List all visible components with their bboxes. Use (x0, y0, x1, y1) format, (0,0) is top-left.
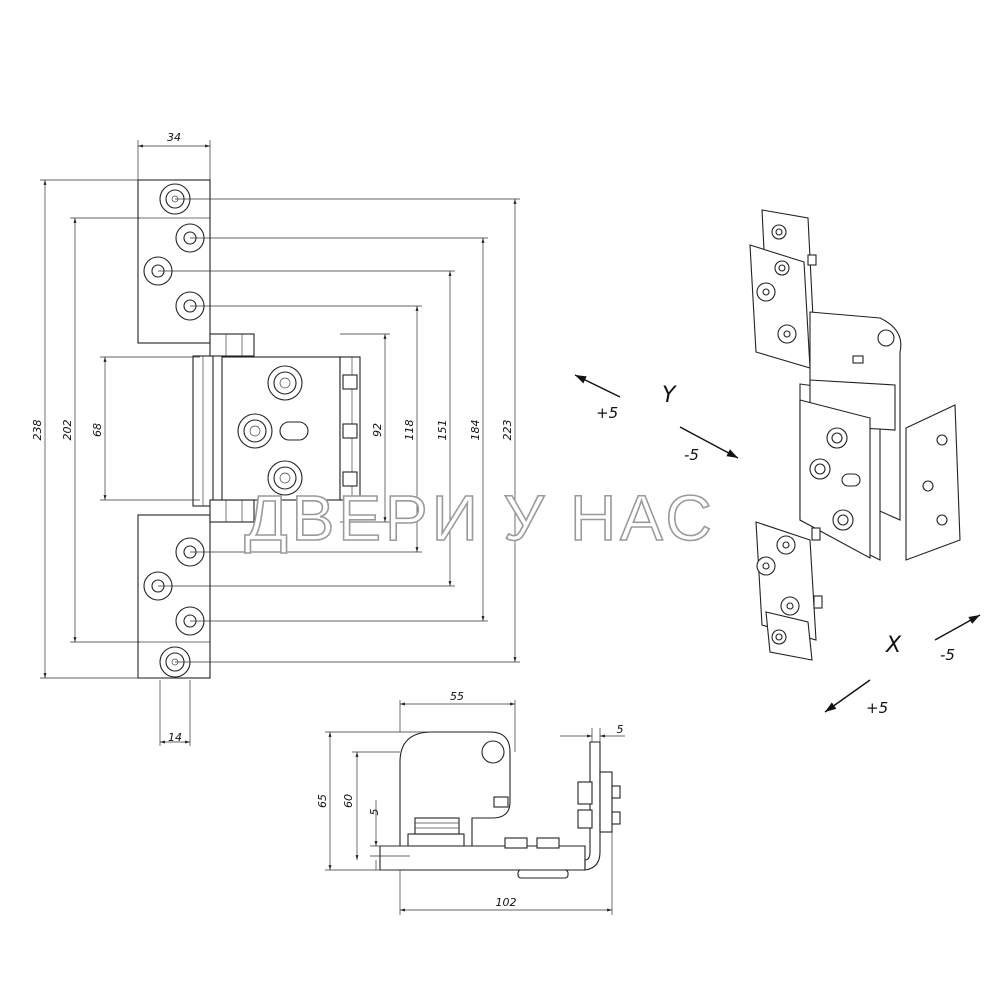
dim-label-102: 102 (496, 896, 517, 909)
dim-label-118: 118 (403, 420, 416, 441)
dim-label-151: 151 (436, 420, 449, 441)
watermark-text: ДВЕРИ У НАС (244, 482, 715, 554)
axis-y-plus-label: +5 (596, 404, 618, 422)
adjustment-screw-icon (267, 460, 303, 496)
l-bracket (584, 741, 601, 871)
dim-label-34: 34 (167, 131, 181, 144)
dim-label-92: 92 (371, 423, 384, 437)
dim-label-55: 55 (450, 690, 464, 703)
iso-side-plate (905, 404, 961, 561)
dimension-lines (40, 140, 520, 746)
axis-label-y: Y (662, 383, 677, 408)
dim-label-14: 14 (168, 731, 182, 744)
dim-label-202: 202 (61, 420, 74, 441)
axis-y-minus-label: -5 (684, 446, 699, 464)
dim-label-184: 184 (469, 420, 482, 441)
dim-label-223: 223 (501, 420, 514, 441)
dim-label-60: 60 (342, 794, 355, 808)
dim-label-68: 68 (91, 423, 104, 437)
dim-label-5-right: 5 (617, 723, 624, 736)
side-view: 55 5 65 60 5 102 (316, 690, 625, 915)
adjustment-screw-icon (237, 413, 273, 449)
dim-label-238: 238 (31, 420, 44, 441)
dimension-lines (325, 700, 625, 915)
dim-label-5-left: 5 (368, 809, 381, 816)
dim-label-65: 65 (316, 794, 329, 808)
eccentric-slot (279, 421, 309, 441)
isometric-view: Y +5 -5 X -5 +5 (574, 209, 981, 717)
axis-x-plus-label: +5 (866, 699, 888, 717)
base-plate (379, 845, 586, 871)
axis-x-minus-label: -5 (940, 646, 955, 664)
front-view: 34 14 238 202 68 92 118 151 184 223 (31, 131, 520, 746)
iso-lower-leaf (755, 521, 817, 641)
axis-label-x: X (885, 633, 902, 658)
pin-hole (481, 740, 505, 764)
adjustment-screw-icon (267, 365, 303, 401)
